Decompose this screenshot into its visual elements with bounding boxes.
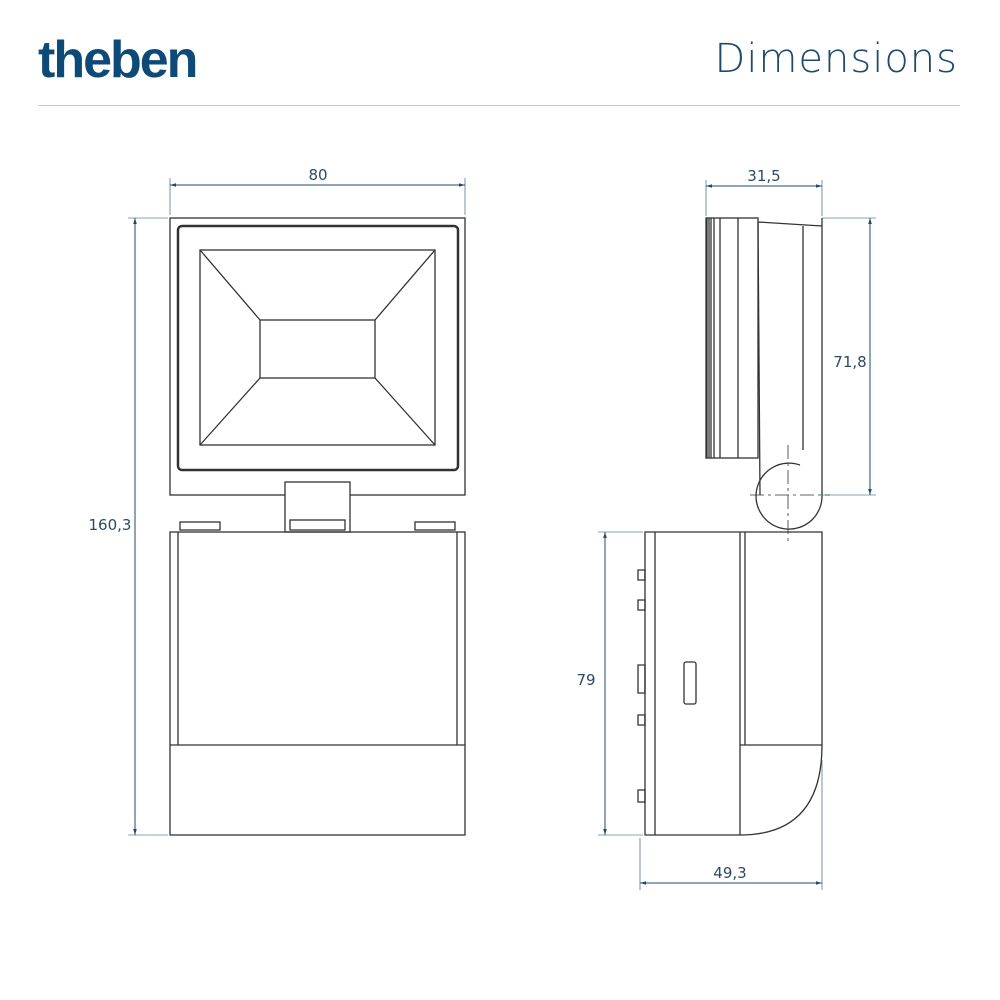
label-head-height: 71,8 (833, 353, 866, 371)
head-side-front (705, 217, 759, 459)
label-front-width: 80 (308, 166, 327, 184)
head-side-back (757, 218, 823, 496)
sensor-body-lines (170, 532, 465, 746)
head-fins (706, 218, 739, 458)
bracket-joint (289, 519, 346, 531)
led-panel (259, 319, 376, 379)
reflector-outer (199, 249, 436, 446)
label-body-depth: 49,3 (713, 864, 746, 882)
hinge-centerline (750, 445, 830, 545)
floodlight-head-outline (169, 217, 466, 496)
body-side-lines (654, 532, 822, 835)
theben-logo: theben (38, 31, 198, 89)
side-view (637, 217, 830, 836)
hinge-circle (755, 462, 823, 530)
reflector-edges (199, 249, 436, 446)
clip-right (414, 521, 456, 531)
label-head-depth: 31,5 (747, 167, 780, 185)
header-divider (38, 105, 960, 106)
mount-bracket (284, 481, 351, 533)
dimension-lines (128, 178, 876, 890)
front-view (169, 217, 466, 836)
sensor-switch (683, 661, 697, 705)
label-body-height: 79 (576, 671, 595, 689)
sensor-body (169, 531, 466, 836)
page-title: Dimensions (714, 36, 958, 82)
clip-left (179, 521, 221, 531)
label-front-height: 160,3 (89, 516, 132, 534)
body-ribs (637, 569, 646, 803)
floodlight-frame (176, 224, 460, 472)
body-side (644, 531, 823, 836)
